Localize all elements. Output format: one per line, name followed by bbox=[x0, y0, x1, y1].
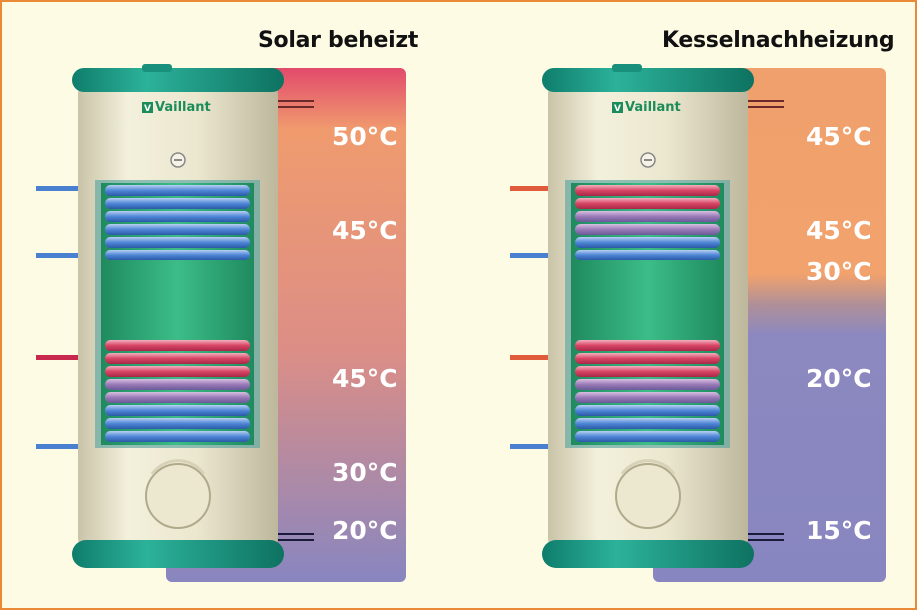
left-temp-5: 20°C bbox=[332, 516, 398, 545]
left-panel-title: Solar beheizt bbox=[258, 28, 419, 53]
left-temp-1: 50°C bbox=[332, 122, 398, 151]
right-temp-5: 15°C bbox=[806, 516, 872, 545]
right-temp-4: 20°C bbox=[806, 364, 872, 393]
inspection-flange bbox=[615, 463, 681, 529]
upper-heat-exchanger-coil bbox=[105, 185, 250, 260]
svg-text:V: V bbox=[144, 104, 151, 114]
svg-text:V: V bbox=[614, 104, 621, 114]
upper-heat-exchanger-coil bbox=[575, 185, 720, 260]
right-temp-2: 45°C bbox=[806, 216, 872, 245]
right-temp-1: 45°C bbox=[806, 122, 872, 151]
left-brand-label: Vaillant bbox=[155, 100, 211, 115]
lower-solar-coil bbox=[575, 340, 720, 442]
left-tank: V bbox=[36, 64, 314, 568]
left-temp-4: 30°C bbox=[332, 458, 398, 487]
inspection-flange bbox=[145, 463, 211, 529]
vaillant-logo: V bbox=[612, 102, 623, 114]
right-temp-3: 30°C bbox=[806, 257, 872, 286]
vaillant-logo: V bbox=[142, 102, 153, 114]
right-pipes bbox=[510, 100, 784, 541]
right-brand-label: Vaillant bbox=[625, 100, 681, 115]
right-panel-title: Kesselnachheizung bbox=[662, 28, 895, 53]
left-pipes bbox=[36, 100, 314, 541]
right-tank: V bbox=[510, 64, 784, 568]
left-temp-3: 45°C bbox=[332, 364, 398, 393]
left-temp-2: 45°C bbox=[332, 216, 398, 245]
lower-solar-coil bbox=[105, 340, 250, 442]
